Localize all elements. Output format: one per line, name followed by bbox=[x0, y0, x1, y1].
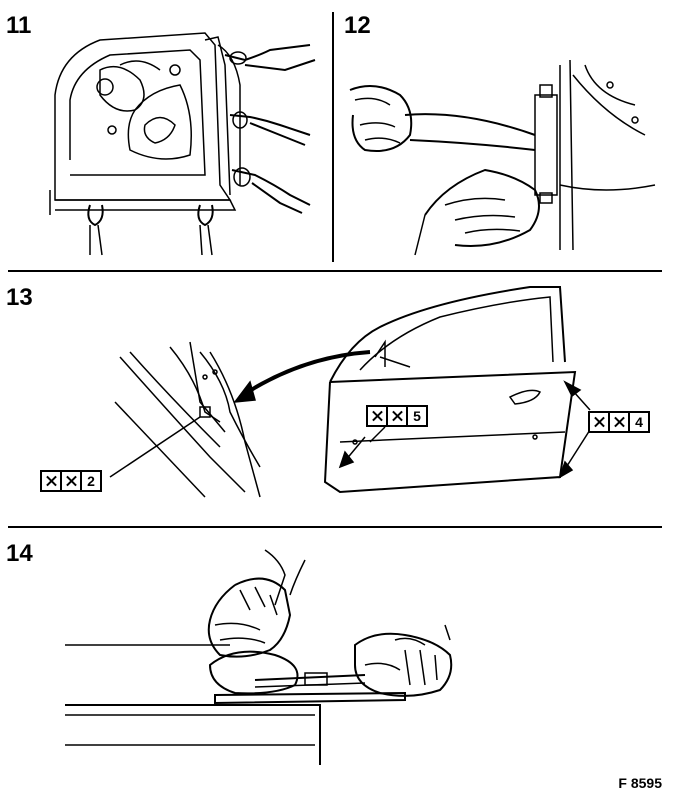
cross-icon bbox=[368, 407, 388, 425]
figure-hinge-tool bbox=[349, 59, 656, 256]
cross-icon bbox=[62, 472, 82, 490]
callout-tag-5: 5 bbox=[366, 405, 428, 427]
step-number-11: 11 bbox=[6, 12, 32, 39]
cross-icon bbox=[610, 413, 630, 431]
divider-top bbox=[8, 270, 662, 272]
divider-middle bbox=[8, 526, 662, 528]
cross-icon bbox=[388, 407, 408, 425]
divider-vertical bbox=[332, 12, 334, 262]
callout-tag-4: 4 bbox=[588, 411, 650, 433]
step-number-14: 14 bbox=[6, 540, 33, 567]
figure-hands-tool bbox=[65, 549, 453, 765]
cross-icon bbox=[42, 472, 62, 490]
step-number-12: 12 bbox=[344, 12, 371, 39]
figure-door-callouts bbox=[109, 286, 596, 498]
callout-tag-2: 2 bbox=[40, 470, 102, 492]
figure-door-frame-clamped bbox=[49, 32, 316, 256]
figure-code: F 8595 bbox=[618, 775, 662, 791]
cross-icon bbox=[590, 413, 610, 431]
step-number-13: 13 bbox=[6, 284, 33, 311]
callout-number: 5 bbox=[413, 408, 421, 424]
callout-number: 4 bbox=[635, 414, 643, 430]
callout-number: 2 bbox=[87, 473, 95, 489]
